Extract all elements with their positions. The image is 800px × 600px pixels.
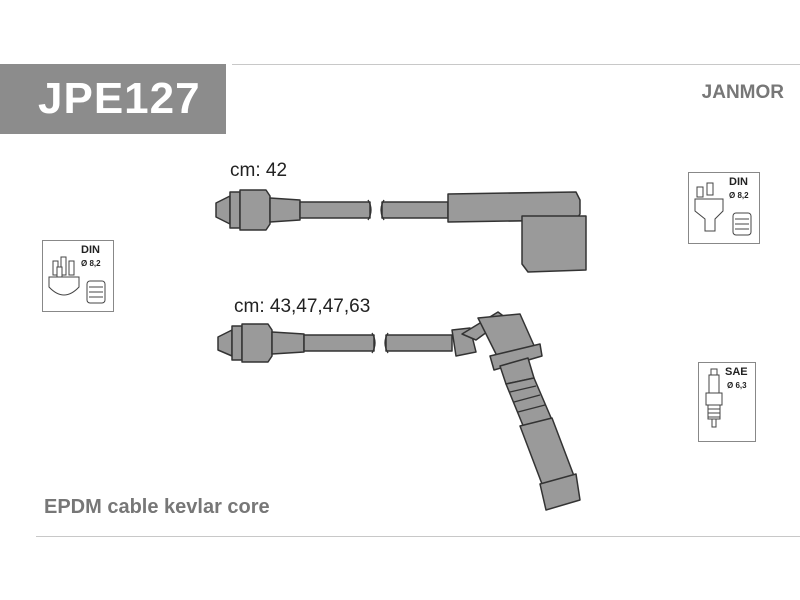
cable-2-tube-rib-2: [513, 394, 541, 403]
cable-2-terminal-collar: [231, 325, 243, 361]
distributor-left-diameter: Ø 8,2: [81, 259, 101, 268]
cable-2-tube-lower: [519, 417, 575, 485]
cable-1-angled-boot-arm: [447, 191, 581, 223]
spark-plug-icon: [705, 368, 723, 428]
cable-1-wire-a: [299, 201, 371, 219]
cable-description: EPDM cable kevlar core: [44, 496, 270, 518]
cable-2-terminal: [217, 329, 233, 357]
cable-2-break-right: [384, 332, 389, 354]
part-code: JPE127: [38, 74, 201, 123]
spark-plug-sae-badge: SAE Ø 6,3: [698, 362, 756, 442]
spark-plug-diameter: Ø 6,3: [727, 381, 747, 390]
distributor-din-badge-right: DIN Ø 8,2: [688, 172, 760, 244]
cable-2-tube-tip: [539, 473, 581, 511]
distributor-cap-icon: [48, 256, 106, 304]
cable-2-coil-flange: [489, 343, 543, 371]
distributor-right-diameter: Ø 8,2: [729, 191, 749, 200]
spark-plug-standard: SAE: [725, 366, 748, 378]
cable-1-angled-boot-body: [521, 215, 587, 273]
top-rule: [232, 64, 800, 65]
cable-2-boot-left: [241, 323, 273, 363]
cable-2-break-left: [371, 332, 376, 354]
distributor-right-standard: DIN: [729, 176, 748, 188]
part-code-box: [0, 64, 226, 134]
bottom-rule: [36, 536, 800, 537]
cable-2-wire-b: [385, 334, 453, 352]
cable-2-length: cm: 43,47,47,63: [234, 296, 371, 317]
cable-1-length: cm: 42: [230, 160, 288, 181]
distributor-left-standard: DIN: [81, 244, 100, 256]
distributor-din-badge-left: DIN Ø 8,2: [42, 240, 114, 312]
cable-1-break-right: [380, 199, 385, 221]
cable-2-wire-a: [303, 334, 375, 352]
distributor-angled-icon: [694, 182, 752, 236]
cable-2-tube-rib-1: [509, 385, 537, 393]
cable-1-boot-left: [239, 189, 271, 231]
cable-1-break-left: [367, 199, 372, 221]
cable-1-boot-taper: [269, 197, 301, 223]
cable-2-boot-taper: [271, 331, 305, 355]
cable-2-tube-rib-3: [517, 404, 546, 413]
brand-name: JANMOR: [701, 82, 784, 103]
